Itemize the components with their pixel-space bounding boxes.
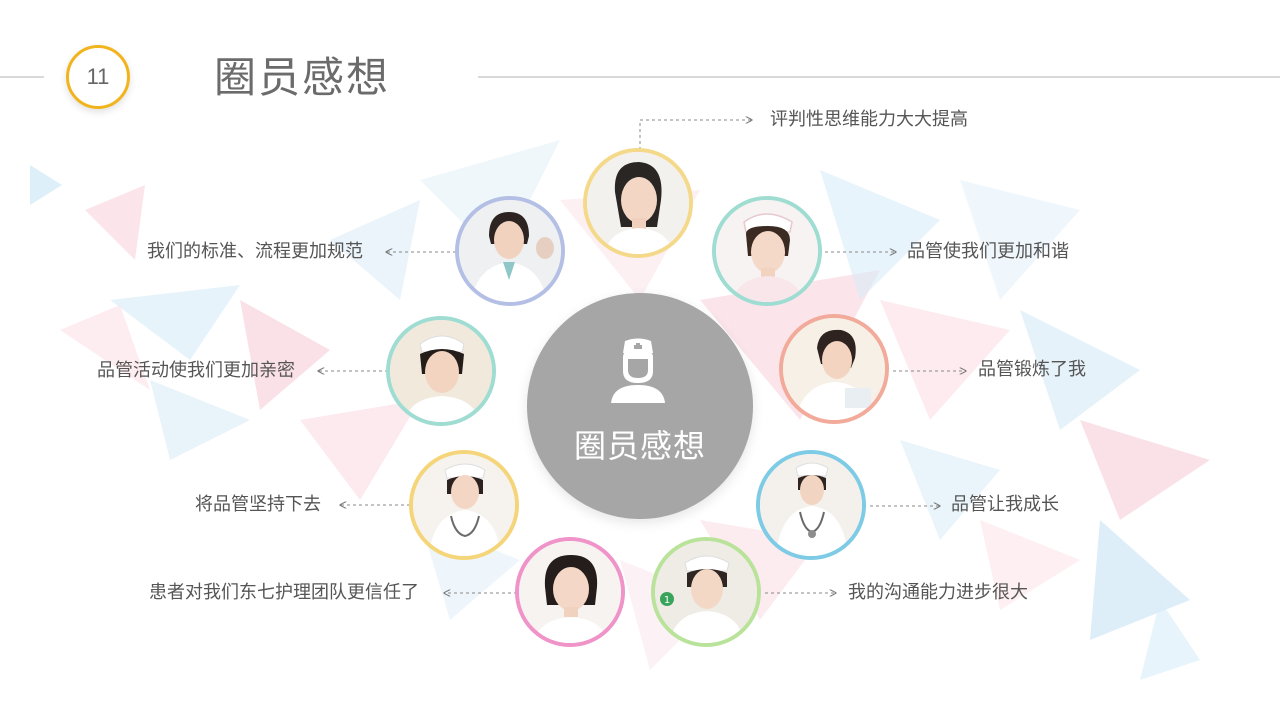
member-photo-5: 1: [651, 537, 761, 647]
member-photo-7: [409, 450, 519, 560]
slide-title: 圈员感想: [214, 53, 391, 102]
member-photo-2: [712, 196, 822, 306]
caption-patient-trust: 患者对我们东七护理团队更信任了: [149, 582, 419, 603]
slide-number: 11: [86, 64, 110, 89]
badge-number: 1: [664, 595, 670, 606]
nurse-portrait: [519, 541, 621, 643]
caption-communication: 我的沟通能力进步很大: [848, 582, 1028, 603]
caption-harmony: 品管使我们更加和谐: [907, 241, 1069, 262]
caption-persist: 将品管坚持下去: [195, 494, 321, 515]
nurse-portrait: [459, 200, 561, 302]
nurse-icon: [611, 338, 665, 403]
nurse-portrait: 1: [655, 541, 757, 643]
header-line-left: [0, 76, 44, 78]
caption-tempered: 品管锻炼了我: [978, 359, 1086, 380]
member-photo-6: [515, 537, 625, 647]
nurse-portrait: [587, 152, 689, 254]
member-photo-9: [455, 196, 565, 306]
member-photo-1: [583, 148, 693, 258]
nurse-portrait: [413, 454, 515, 556]
caption-critical-thinking: 评判性思维能力大大提高: [770, 109, 968, 130]
member-photo-8: [386, 316, 496, 426]
caption-standards: 我们的标准、流程更加规范: [147, 241, 363, 262]
center-circle: 圈员感想: [527, 293, 753, 519]
nurse-portrait: [760, 454, 862, 556]
caption-growth: 品管让我成长: [951, 494, 1059, 515]
header-line-right: [478, 76, 1280, 78]
member-photo-3: [779, 314, 889, 424]
nurse-portrait: [390, 320, 492, 422]
nurse-portrait: [716, 200, 818, 302]
center-label: 圈员感想: [573, 427, 706, 465]
member-photo-4: [756, 450, 866, 560]
caption-closer: 品管活动使我们更加亲密: [97, 360, 295, 381]
slide-number-badge: 11: [66, 45, 130, 109]
nurse-portrait: [783, 318, 885, 420]
